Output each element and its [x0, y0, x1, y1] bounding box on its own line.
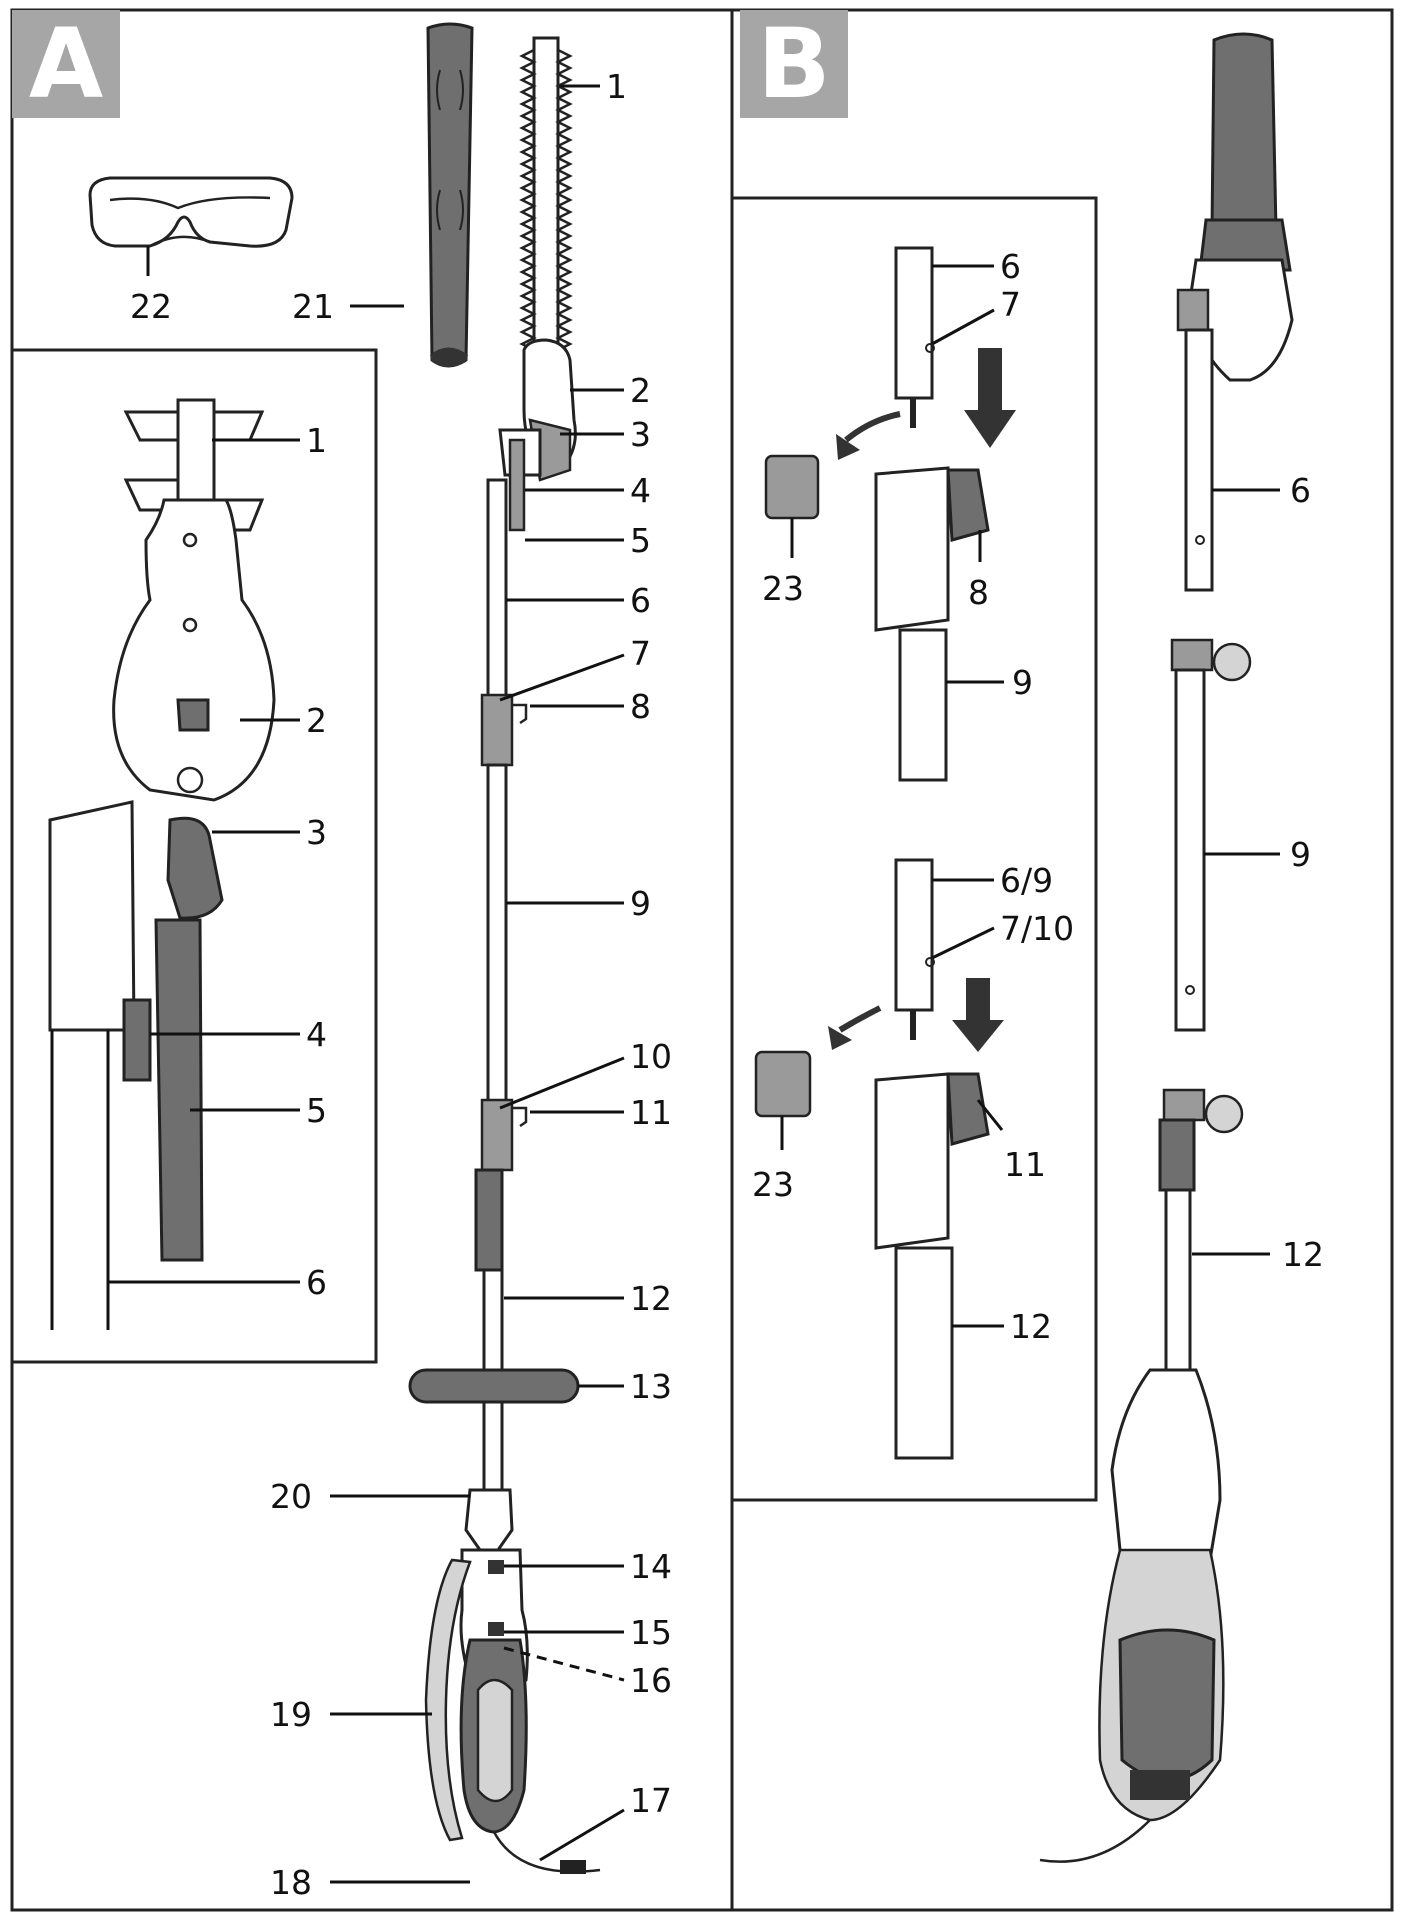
label-a-19: 19	[270, 1695, 312, 1734]
labels-a-main: 1 2 3 4 5 6 7 8 9 10 11 12 13 14 15 16 1…	[130, 67, 672, 1902]
label-a-15: 15	[630, 1613, 672, 1652]
label-a-22: 22	[130, 287, 172, 326]
label-a-6: 6	[630, 581, 651, 620]
label-a-14: 14	[630, 1547, 672, 1586]
label-b-right-6: 6	[1290, 471, 1311, 510]
label-a-detail-4: 4	[306, 1015, 327, 1054]
label-b-detail-12: 12	[1010, 1307, 1052, 1346]
panel-a-letter: A	[29, 8, 103, 120]
label-b-detail-6: 6	[1000, 247, 1021, 286]
label-a-detail-2: 2	[306, 701, 327, 740]
label-a-detail-5: 5	[306, 1091, 327, 1130]
labels-b-right: 6 9 12	[1192, 471, 1324, 1274]
label-a-detail-6: 6	[306, 1263, 327, 1302]
blade-cover-icon	[426, 22, 474, 368]
label-a-12: 12	[630, 1279, 672, 1318]
label-a-17: 17	[630, 1781, 672, 1820]
label-b-detail-6-9: 6/9	[1000, 861, 1053, 900]
label-b-detail-9: 9	[1012, 663, 1033, 702]
labels-a-detail: 1 2 3 4 5 6	[108, 421, 327, 1302]
b-detail-lower	[754, 858, 1004, 1460]
safety-glasses-icon	[88, 176, 294, 248]
label-a-21: 21	[292, 287, 334, 326]
panel-b-badge: B	[740, 8, 848, 120]
label-b-detail-8: 8	[968, 573, 989, 612]
label-a-3: 3	[630, 415, 651, 454]
panel-b-letter: B	[757, 8, 830, 120]
label-a-16: 16	[630, 1661, 672, 1700]
label-a-11: 11	[630, 1093, 672, 1132]
label-a-8: 8	[630, 687, 651, 726]
label-a-detail-1: 1	[306, 421, 327, 460]
b-tube-12-with-motor	[1039, 1088, 1244, 1863]
label-b-right-12: 12	[1282, 1235, 1324, 1274]
labels-b-detail: 6 7 23 8 9 6/9 7/10 23 11 12	[752, 247, 1074, 1346]
label-b-detail-23-upper: 23	[762, 569, 804, 608]
label-b-detail-11: 11	[1004, 1145, 1046, 1184]
detail-gear-head	[48, 398, 276, 1330]
label-a-10: 10	[630, 1037, 672, 1076]
label-a-13: 13	[630, 1367, 672, 1406]
label-a-18: 18	[270, 1863, 312, 1902]
label-a-detail-3: 3	[306, 813, 327, 852]
label-a-2: 2	[630, 371, 651, 410]
b-tube-6-with-head	[1176, 32, 1294, 592]
b-tube-9	[1170, 638, 1252, 1032]
label-a-20: 20	[270, 1477, 312, 1516]
label-a-5: 5	[630, 521, 651, 560]
label-b-detail-23-lower: 23	[752, 1165, 794, 1204]
hedge-trimmer-main	[408, 36, 601, 1874]
label-a-1: 1	[606, 67, 627, 106]
panel-a-badge: A	[12, 8, 120, 120]
label-b-detail-7-10: 7/10	[1000, 909, 1074, 948]
b-detail-upper	[764, 246, 1016, 782]
label-a-4: 4	[630, 471, 651, 510]
label-a-7: 7	[630, 634, 651, 673]
label-b-right-9: 9	[1290, 835, 1311, 874]
label-a-9: 9	[630, 884, 651, 923]
label-b-detail-7: 7	[1000, 285, 1021, 324]
